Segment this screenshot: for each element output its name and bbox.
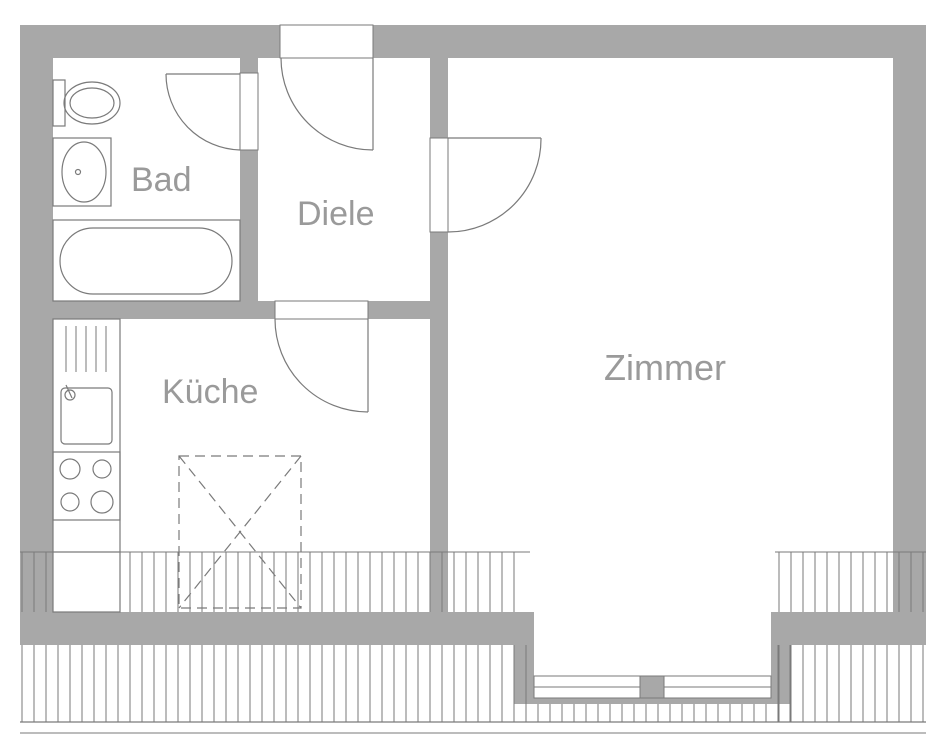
door-jamb-kitchen	[274, 300, 369, 320]
roof-slope-hatching	[20, 551, 926, 722]
drain-board	[65, 326, 107, 372]
wall-top-right	[373, 25, 926, 58]
skylight	[178, 455, 302, 609]
burner-4	[90, 490, 114, 514]
burner-2	[92, 459, 112, 479]
wall-diele-zimmer-lower	[430, 232, 448, 612]
room-label-kueche: Küche	[162, 373, 258, 411]
wall-dormer-right	[771, 612, 791, 704]
wall-bottom-right	[775, 612, 926, 645]
wall-dormer-left	[514, 612, 534, 704]
wall-diele-kitchen	[368, 301, 430, 319]
door-jamb-bath	[239, 72, 259, 151]
basin-drain	[74, 168, 82, 176]
wall-top-left	[20, 25, 280, 58]
walls	[20, 25, 926, 704]
room-label-zimmer: Zimmer	[604, 347, 726, 388]
washbasin	[61, 141, 107, 203]
toilet-tank	[52, 79, 66, 127]
wall-dormer-bottom	[514, 696, 791, 704]
door-jambs	[239, 24, 449, 320]
toilet-seat	[69, 87, 115, 119]
wall-right	[893, 25, 926, 645]
door-jamb-entrance	[279, 24, 374, 59]
room-label-bad: Bad	[131, 161, 192, 199]
wall-bath-kitchen	[53, 301, 275, 319]
bathtub-outer	[52, 219, 241, 302]
wall-bottom-left	[20, 612, 530, 645]
room-label-diele: Diele	[297, 195, 374, 233]
window-mullion	[639, 675, 665, 699]
door-arc-zimmer	[447, 137, 542, 233]
wall-left	[20, 25, 53, 645]
sink-tap	[64, 389, 76, 401]
kitchen-fixtures	[52, 318, 302, 613]
door-swings	[165, 57, 542, 413]
bathtub-inner	[59, 227, 233, 295]
basin-counter	[52, 137, 112, 207]
burner-3	[60, 492, 80, 512]
wall-diele-zimmer-upper	[430, 58, 448, 138]
door-jamb-zimmer	[429, 137, 449, 233]
burner-1	[59, 458, 81, 480]
toilet-bowl	[63, 81, 121, 125]
door-arc-kitchen	[274, 318, 369, 413]
door-arc-bath	[165, 73, 241, 151]
stove	[52, 451, 121, 521]
kitchen-sink	[60, 387, 113, 445]
door-arc-entrance	[280, 57, 374, 151]
dormer-window	[533, 675, 772, 699]
bathroom-fixtures	[52, 79, 241, 302]
